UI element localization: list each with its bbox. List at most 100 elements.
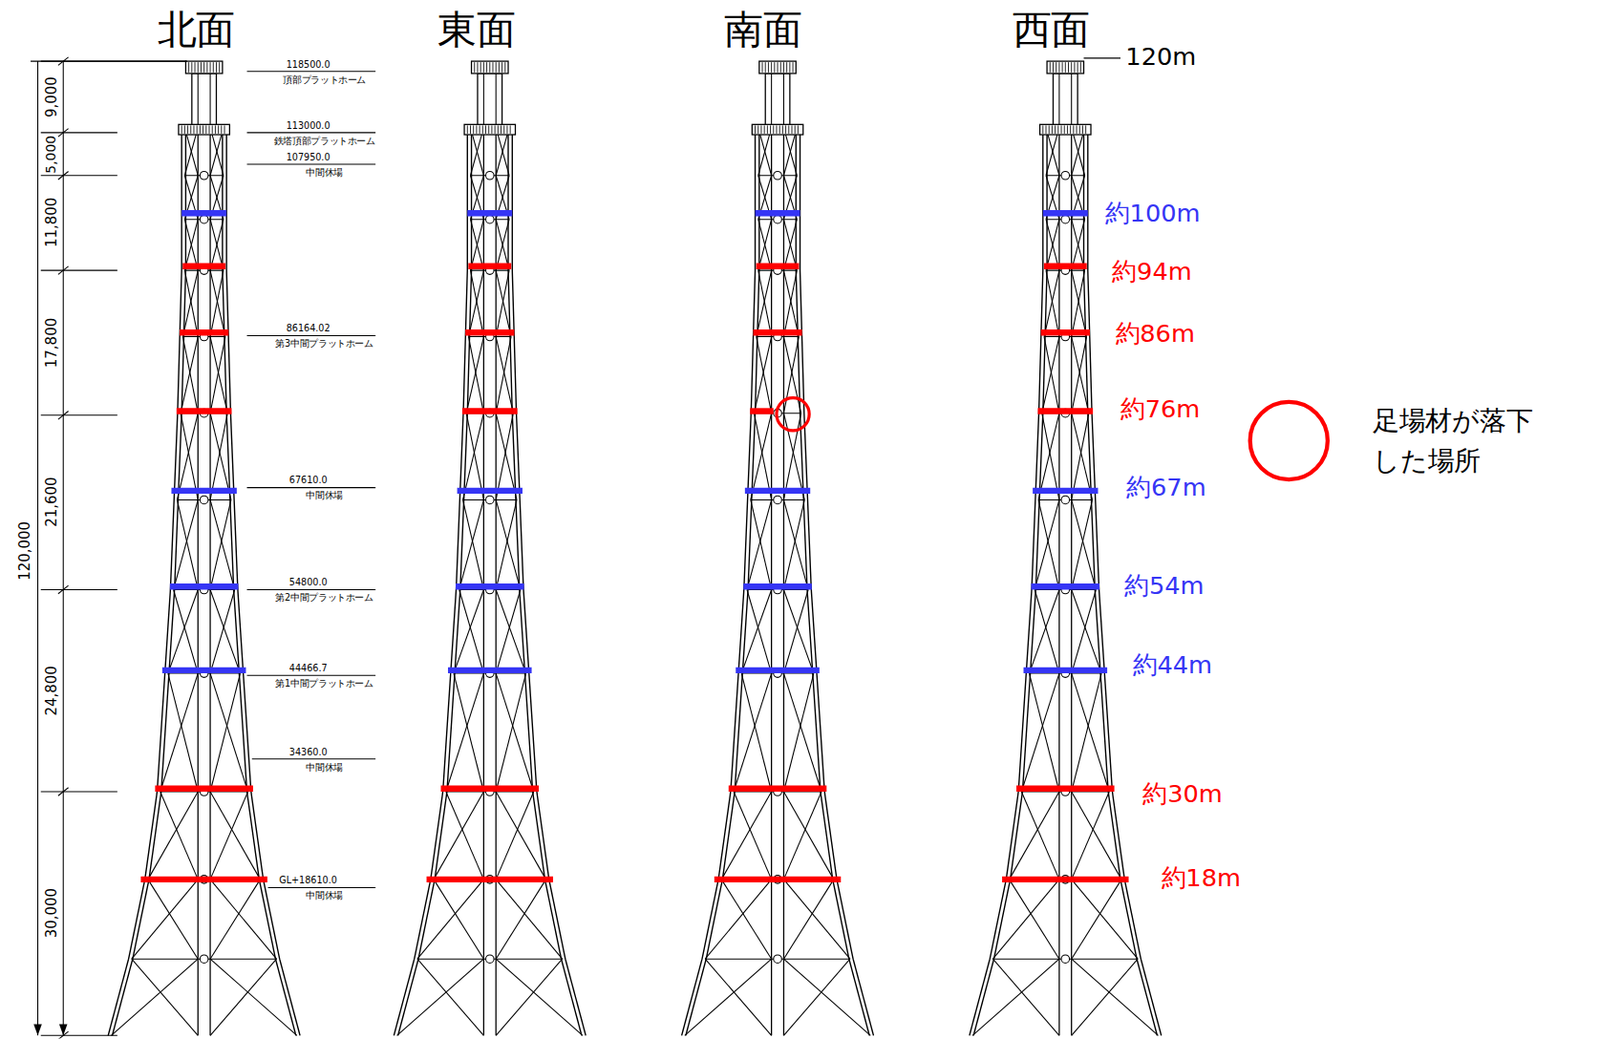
platform-hatch [479, 125, 481, 134]
joint [486, 955, 495, 964]
scaffold-band [745, 488, 811, 494]
elevation-value: 113000.0 [286, 120, 331, 131]
top-platform [751, 124, 803, 135]
scaffold-band [441, 786, 540, 792]
dimension-tick [41, 414, 118, 416]
brace [446, 673, 485, 792]
platform-hatch [202, 125, 204, 134]
scaffold-band [728, 786, 828, 792]
cap-hatch [1049, 62, 1051, 73]
dimension-line [30, 61, 187, 63]
height-label: 120m [1125, 43, 1196, 72]
brace [446, 791, 485, 880]
cap-hatch [762, 62, 764, 73]
tower-leg [398, 128, 472, 1037]
brace [1071, 673, 1110, 792]
scaffold-band [756, 263, 800, 270]
mast-line [1058, 73, 1060, 128]
platform-hatch [775, 125, 777, 134]
height-label: 約18m [1161, 865, 1241, 894]
view-title: 西面 [1012, 8, 1090, 54]
brace [684, 959, 772, 1036]
brace [184, 219, 198, 271]
brace [495, 673, 534, 792]
dimension-mark [58, 266, 69, 276]
dimension-value: 9,000 [42, 76, 60, 118]
brace [721, 879, 771, 960]
scaffold-band [1016, 786, 1115, 792]
brace [495, 219, 510, 271]
brace [495, 673, 526, 792]
brace [783, 413, 801, 501]
cap-hatch [780, 62, 782, 73]
platform-hatch [467, 125, 469, 134]
brace [459, 499, 485, 590]
cap-hatch [191, 62, 192, 73]
height-label: 約94m [1111, 257, 1192, 286]
brace [184, 219, 198, 271]
scaffold-band [182, 263, 226, 270]
brace [1021, 791, 1060, 880]
level-name: 中間休場 [305, 490, 342, 502]
platform-hatch [205, 125, 207, 134]
dimension-value: 30,000 [42, 888, 60, 939]
cap-hatch [491, 62, 493, 73]
dimension-tick [41, 131, 118, 133]
platform-hatch [224, 125, 226, 134]
elevation-value: GL+18610.0 [278, 875, 338, 887]
scaffold-band [457, 488, 523, 494]
mast [477, 73, 503, 128]
height-label: 約67m [1126, 474, 1206, 503]
cap-hatch [1065, 62, 1067, 73]
level-name: 頂部プラットホーム [282, 74, 366, 86]
height-label: 約100m [1105, 199, 1201, 228]
scaffold-band [154, 786, 254, 792]
brace [783, 791, 822, 880]
platform-hatch [1057, 125, 1059, 134]
platform-hatch [497, 125, 499, 134]
dimension-tick [41, 589, 118, 591]
platform-hatch [488, 125, 490, 134]
brace [469, 219, 484, 271]
cap-hatch [786, 62, 788, 73]
brace [783, 219, 797, 271]
brace [495, 879, 546, 960]
platform-hatch [184, 125, 186, 134]
view-title: 南面 [724, 8, 802, 54]
scaffold-band [181, 210, 227, 216]
cap-hatch [1080, 62, 1082, 73]
brace [753, 337, 771, 414]
height-label: 約76m [1120, 396, 1200, 425]
dimension-value: 24,800 [42, 665, 60, 716]
brace [495, 499, 521, 590]
brace [750, 413, 772, 501]
annotation-leader [247, 70, 377, 72]
dimension-arrow [33, 1024, 43, 1037]
brace [1009, 879, 1060, 960]
platform-hatch [754, 125, 756, 134]
mast-line [210, 73, 212, 128]
platform-hatch [1042, 125, 1044, 134]
joint [199, 214, 209, 224]
brace [1071, 879, 1122, 960]
platform-hatch [500, 125, 502, 134]
platform-hatch [1072, 125, 1074, 134]
platform-hatch [794, 125, 796, 134]
platform-hatch [764, 125, 766, 134]
brace [741, 673, 771, 792]
brace [495, 959, 583, 1036]
brace [783, 499, 809, 590]
cap-hatch [773, 62, 775, 73]
brace [131, 959, 198, 1036]
scaffold-band [176, 407, 233, 414]
brace [495, 413, 513, 501]
brace [1071, 219, 1086, 271]
cap-hatch [473, 62, 475, 73]
platform-hatch [490, 125, 492, 134]
brace [746, 589, 772, 674]
brace [783, 879, 850, 960]
platform-hatch [1051, 125, 1053, 134]
platform-hatch [506, 125, 508, 134]
brace [783, 959, 871, 1036]
platform-hatch [181, 125, 183, 134]
